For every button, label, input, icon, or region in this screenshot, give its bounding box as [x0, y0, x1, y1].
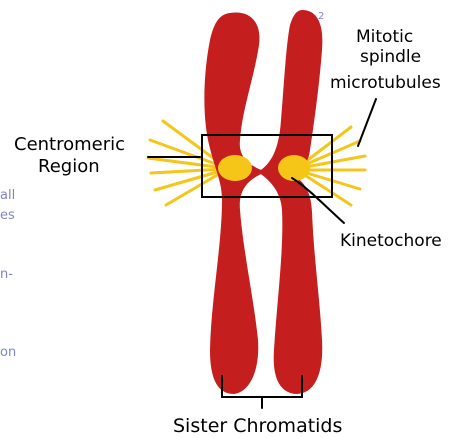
- pointer-lines: [148, 99, 376, 408]
- margin-fragment-3: n-: [0, 267, 13, 282]
- kinetochore-label: Kinetochore: [340, 231, 442, 251]
- margin-fragment-1: all: [0, 188, 15, 203]
- margin-fragment-0: 2: [318, 11, 324, 22]
- microtubules-pointer: [358, 99, 376, 146]
- left-kinetochore: [218, 155, 252, 181]
- mitotic-label-line2: spindle: [360, 47, 421, 67]
- centromeric-label-line2: Region: [38, 156, 100, 177]
- centromeric-label-line1: Centromeric: [14, 134, 125, 155]
- right-chromatid: [258, 10, 322, 394]
- margin-fragment-2: es: [0, 208, 15, 223]
- mitotic-label-line3: microtubules: [330, 73, 441, 93]
- left-chromatid: [204, 13, 266, 394]
- margin-fragment-4: on: [0, 345, 16, 360]
- right-kinetochore: [278, 155, 310, 181]
- mitotic-label-line1: Mitotic: [356, 27, 413, 47]
- sister-chromatids-label: Sister Chromatids: [173, 415, 342, 437]
- chromosome: [204, 10, 322, 394]
